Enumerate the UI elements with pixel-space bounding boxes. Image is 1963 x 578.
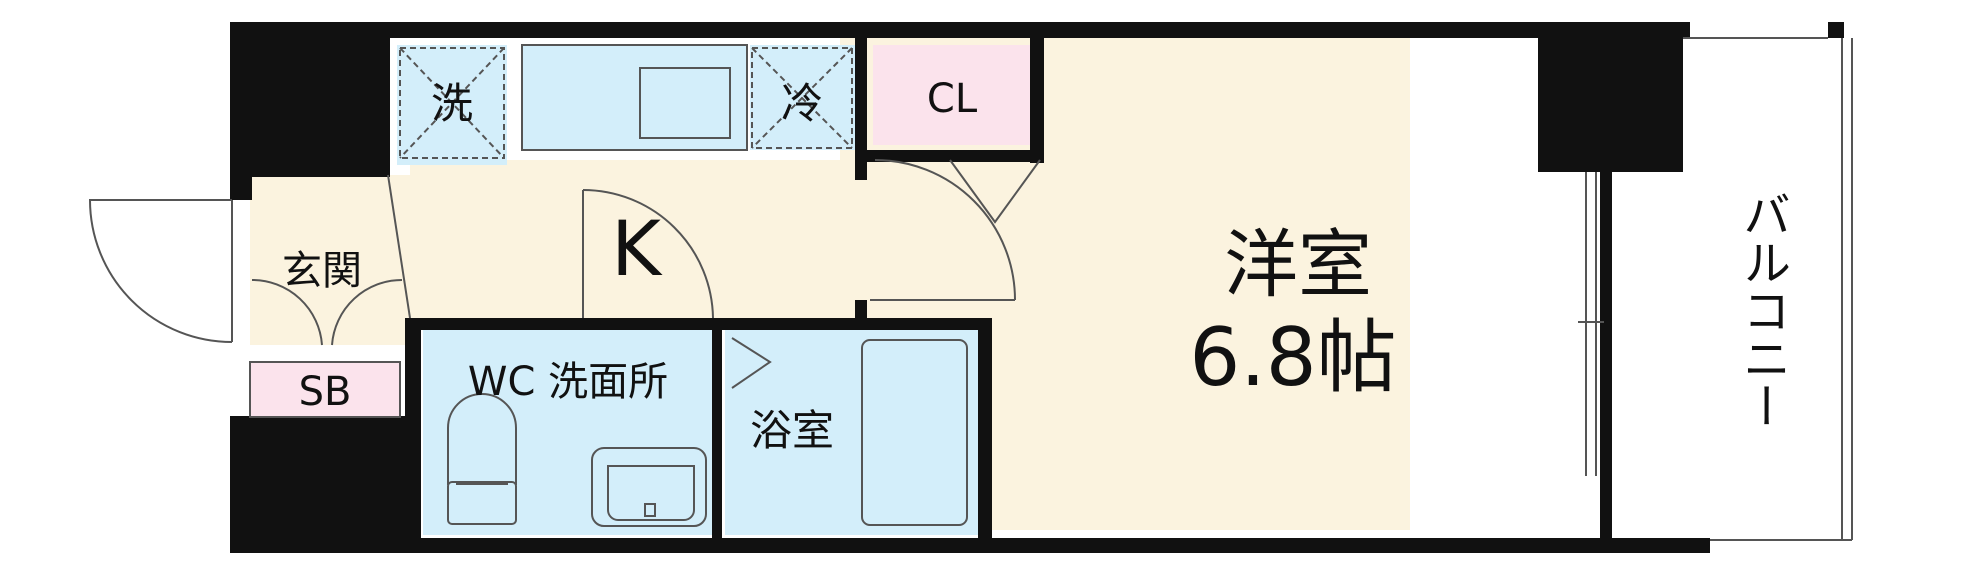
- kitchen-sink: [639, 67, 731, 139]
- toilet-tank: [447, 481, 517, 525]
- fridge-label: 冷: [781, 79, 823, 128]
- fixture-lines: [88, 37, 1853, 541]
- toilet-bowl: [447, 393, 517, 485]
- balcony-label: バルコニー: [1734, 190, 1790, 430]
- bath-label: 浴室: [750, 406, 834, 455]
- shoe-box-label: SB: [299, 369, 352, 415]
- fridge-box: [751, 47, 853, 149]
- washbasin: [591, 447, 707, 527]
- washer-label: 洗: [431, 79, 473, 128]
- washroom-label: WC 洗面所: [468, 359, 668, 405]
- shoe-box-area: [250, 362, 400, 417]
- kitchen-floor: [410, 160, 860, 320]
- kitchen-label: K: [611, 204, 663, 293]
- western-room-label: 洋室: [1224, 222, 1372, 308]
- western-room-size: 6.8帖: [1189, 311, 1396, 404]
- closet-label: CL: [927, 76, 978, 122]
- entrance-door: [88, 199, 233, 343]
- entrance-floor: [250, 175, 410, 345]
- entrance-label: 玄関: [282, 248, 362, 294]
- washer-box: [399, 47, 505, 159]
- walls: [230, 22, 1844, 553]
- washroom-door: [582, 189, 714, 319]
- kitchen-counter: [522, 45, 747, 150]
- bathtub: [861, 339, 968, 526]
- washroom-floor: [423, 330, 713, 535]
- western-room-door: [874, 159, 1016, 301]
- closet-area: [873, 45, 1033, 145]
